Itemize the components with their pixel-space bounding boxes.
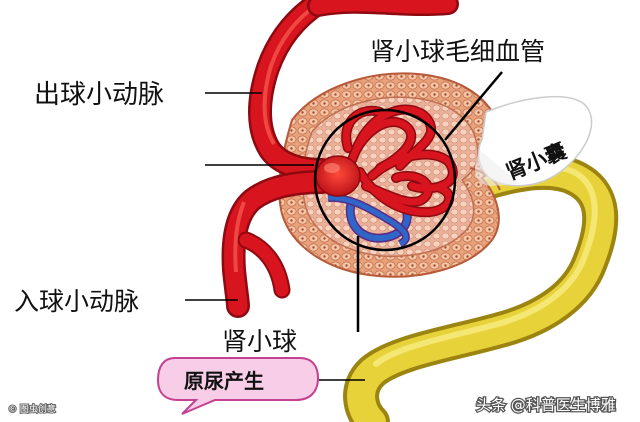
arterioles (221, 0, 459, 318)
efferent-label: 出球小动脉 (34, 80, 164, 110)
capsule-label-bubble (475, 95, 593, 187)
capillary-leader (444, 71, 503, 141)
watermark-right: 头条 @科普医生博雅 (476, 396, 616, 414)
urine-label: 原尿产生 (184, 369, 264, 393)
watermark-left: © 图虫创意 (8, 403, 56, 415)
capillary-label: 肾小球毛细血管 (370, 37, 545, 66)
glomerulus-label: 肾小球 (222, 327, 297, 356)
leader-lines (185, 71, 503, 381)
afferent-label: 入球小动脉 (14, 287, 139, 316)
urine-label-bubble (156, 357, 320, 415)
glomerulus-circle (313, 108, 457, 252)
